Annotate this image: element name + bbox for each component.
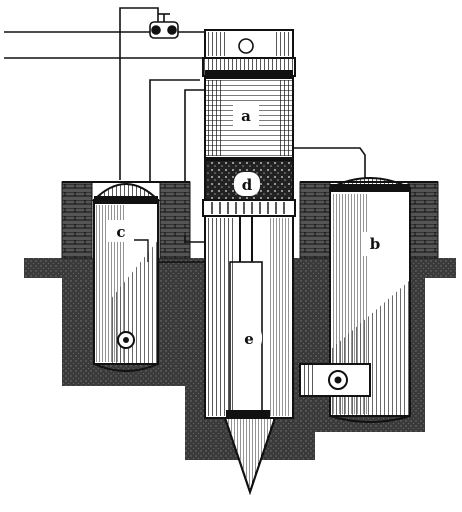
connecting-pipe [158, 236, 205, 263]
valve-icon [149, 13, 179, 39]
central-column [202, 29, 296, 496]
label-b: b [370, 235, 381, 253]
vessel-c [91, 183, 161, 372]
label-a: a [241, 107, 251, 125]
label-d: d [242, 176, 253, 194]
vessel-b [299, 177, 411, 423]
label-e: e [244, 330, 254, 348]
label-c: c [116, 223, 125, 241]
